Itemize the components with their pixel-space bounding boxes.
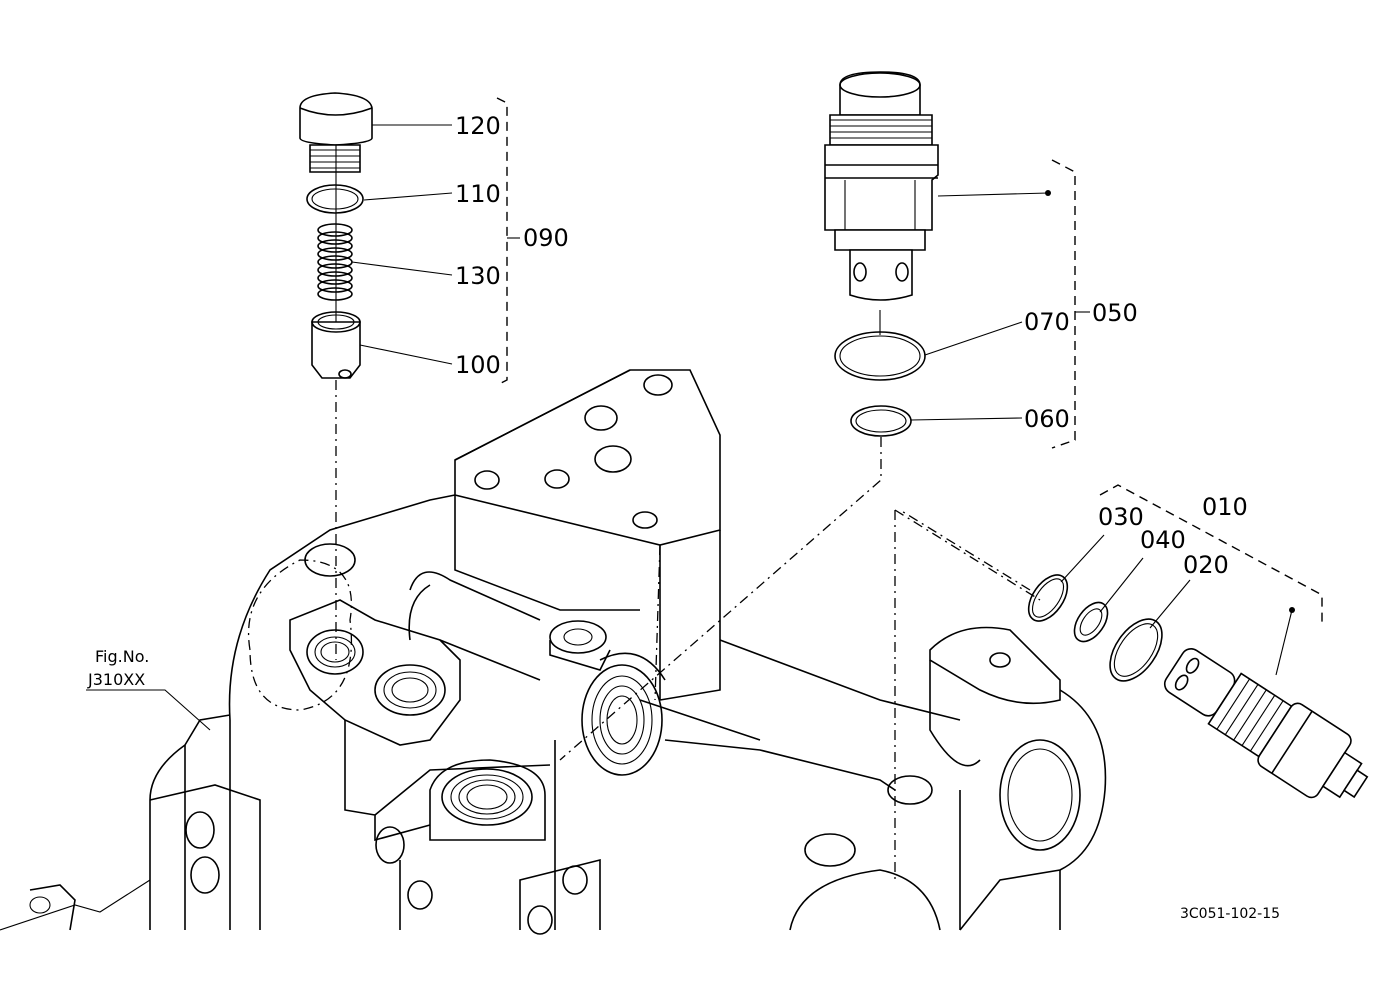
- label-010: 010: [1202, 493, 1248, 521]
- part-100-poppet: [311, 311, 361, 379]
- label-040: 040: [1140, 526, 1186, 554]
- drawing-code: 3C051-102-15: [1180, 906, 1280, 922]
- part-040-backup-ring: [1073, 601, 1109, 643]
- part-060-o-ring: [850, 405, 912, 437]
- label-030: 030: [1098, 503, 1144, 531]
- part-010-cartridge: [1163, 648, 1369, 799]
- label-130: 130: [455, 262, 501, 290]
- part-070-o-ring: [834, 331, 926, 381]
- fig-ref-label: Fig.No.: [95, 647, 149, 666]
- bracket-090: [496, 97, 508, 386]
- label-120: 120: [455, 112, 501, 140]
- fig-ref-number: J310XX: [87, 670, 145, 689]
- valve-body: [29, 369, 1107, 935]
- axis-right-cartridge: [899, 509, 1031, 591]
- bracket-010: [1099, 484, 1323, 622]
- part-020-o-ring: [1109, 618, 1163, 682]
- part-120-plug: [299, 92, 373, 173]
- label-050: 050: [1092, 299, 1138, 327]
- label-020: 020: [1183, 551, 1229, 579]
- label-110: 110: [455, 180, 501, 208]
- label-070: 070: [1024, 308, 1070, 336]
- label-060: 060: [1024, 405, 1070, 433]
- label-090: 090: [523, 224, 569, 252]
- relief-valve-cartridge: [824, 71, 939, 301]
- part-030-o-ring: [1027, 574, 1069, 622]
- part-130-spring: [317, 223, 353, 301]
- label-100: 100: [455, 351, 501, 379]
- part-110-o-ring: [306, 184, 364, 214]
- bracket-050: [1051, 159, 1076, 449]
